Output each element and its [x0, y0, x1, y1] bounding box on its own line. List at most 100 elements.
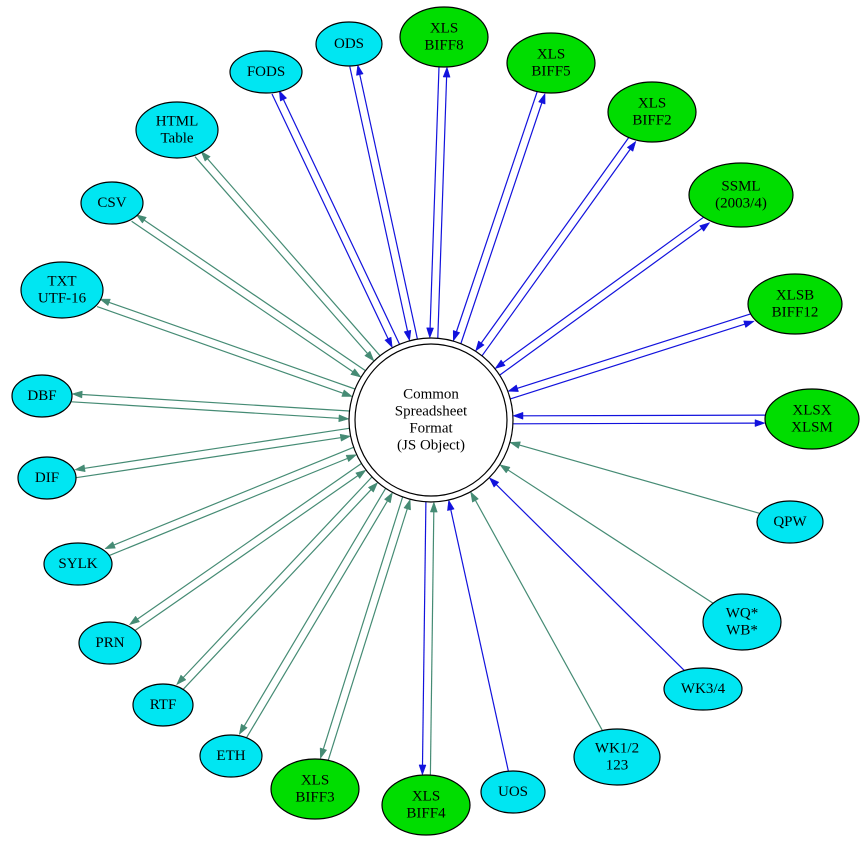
edge-csv-out: [144, 219, 366, 372]
node-dbf-label-line: DBF: [27, 388, 56, 404]
node-xls-biff8-label-line: BIFF8: [424, 38, 463, 54]
node-eth-label-line: ETH: [216, 748, 245, 764]
edge-dbf-out: [82, 393, 350, 412]
edge-xls-biff5-out: [460, 102, 543, 344]
node-wq-wb-label-line: WB*: [726, 623, 758, 639]
node-wk1-2-123-label-line: WK1/2: [595, 741, 639, 757]
edge-wk1-2-123-in: [474, 500, 604, 731]
arrowhead-txt-utf-16-out: [99, 298, 111, 307]
node-xls-biff4: [381, 774, 471, 836]
node-txt-utf-16-label-line: TXT: [47, 274, 76, 290]
center-node-label-line: Spreadsheet: [395, 404, 468, 420]
edge-xls-biff5-in: [455, 90, 538, 332]
arrowhead-csv-in: [350, 368, 362, 378]
node-fods-label-line: FODS: [247, 64, 285, 80]
node-prn-label-line: PRN: [95, 635, 124, 651]
node-xls-biff3: [270, 758, 360, 820]
node-txt-utf-16: [20, 261, 104, 319]
arrowhead-uos-in: [447, 499, 455, 511]
node-qpw: [756, 500, 824, 544]
arrowhead-xls-biff3-out: [319, 747, 328, 760]
edge-xls-biff2-out: [481, 149, 631, 357]
node-xls-biff2-label-line: XLS: [638, 96, 666, 112]
edge-xls-biff3-out: [322, 496, 404, 750]
edge-qpw-in: [519, 444, 761, 514]
edge-dif-in: [75, 437, 341, 479]
node-wk1-2-123-label-line: 123: [606, 758, 629, 774]
node-xlsx-xlsm-label-line: XLSX: [792, 403, 831, 419]
node-fods: [229, 50, 303, 94]
node-xlsb-biff12-label-line: XLSB: [776, 288, 814, 304]
node-rtf: [132, 683, 194, 727]
node-uos-label-line: UOS: [498, 784, 528, 800]
arrowhead-sylk-out: [104, 541, 116, 549]
node-xls-biff8-label-line: XLS: [430, 21, 458, 37]
node-xls-biff4-label-line: XLS: [412, 789, 440, 805]
arrowhead-eth-out: [238, 723, 248, 736]
center-node-label-line: (JS Object): [397, 438, 465, 454]
arrowhead-fods-in: [384, 336, 393, 349]
edge-ods-in: [349, 66, 409, 332]
edge-ssml-2003-4-out: [499, 228, 702, 376]
node-rtf-label-line: RTF: [150, 697, 177, 713]
node-ssml-2003-4-label-line: SSML: [721, 179, 760, 195]
arrowhead-wk1-2-123-in: [470, 491, 479, 503]
arrowhead-xlsx-xlsm-in: [512, 411, 524, 420]
edge-csv-in: [131, 220, 354, 373]
arrowhead-xls-biff5-in: [452, 330, 461, 342]
node-dif-label-line: DIF: [35, 470, 59, 486]
arrowhead-xls-biff2-in: [475, 340, 485, 352]
arrowhead-csv-out: [135, 214, 147, 224]
arrowhead-xls-biff2-out: [626, 140, 637, 152]
node-xls-biff2: [607, 81, 697, 143]
node-wq-wb: [702, 593, 782, 651]
edge-rtf-in: [181, 489, 372, 691]
arrowhead-xls-biff3-in: [403, 498, 411, 511]
edge-txt-utf-16-out: [109, 301, 356, 390]
arrowhead-dbf-in: [338, 414, 350, 423]
edge-ssml-2003-4-in: [502, 215, 706, 364]
node-dbf: [11, 374, 73, 418]
arrowhead-xls-biff8-in: [426, 327, 434, 339]
node-ssml-2003-4: [688, 162, 794, 228]
edge-xls-biff8-in: [429, 66, 440, 328]
node-xlsx-xlsm: [764, 388, 860, 450]
arrowhead-sylk-in: [345, 454, 358, 463]
edge-xlsx-xlsm-out: [512, 422, 756, 425]
arrowhead-ods-in: [403, 329, 412, 342]
node-html-table-label-line: HTML: [156, 114, 199, 130]
arrowhead-wq-wb-in: [499, 464, 511, 474]
edge-xls-biff3-in: [327, 508, 408, 762]
node-qpw-label-line: QPW: [773, 514, 807, 530]
node-sylk: [43, 542, 113, 586]
node-csv-label-line: CSV: [97, 195, 126, 211]
edge-rtf-out: [182, 476, 373, 678]
arrowhead-xlsb-biff12-in: [507, 384, 519, 392]
edge-prn-out: [137, 463, 362, 620]
edge-html-table-in: [194, 156, 368, 354]
edge-prn-in: [133, 475, 359, 632]
edge-dbf-in: [71, 401, 339, 419]
arrowhead-ods-out: [356, 64, 364, 76]
arrowhead-xlsb-biff12-out: [743, 320, 755, 329]
arrowhead-html-table-out: [200, 150, 211, 162]
arrowhead-dif-out: [74, 464, 86, 473]
edge-fods-out: [282, 99, 401, 345]
node-ods: [315, 21, 383, 67]
edge-xls-biff8-out: [437, 77, 448, 339]
arrowhead-ssml-2003-4-out: [699, 222, 711, 232]
node-wq-wb-label-line: WQ*: [726, 606, 759, 622]
edge-dif-out: [84, 427, 350, 469]
node-xlsx-xlsm-label-line: XLSM: [791, 420, 833, 436]
edge-eth-in: [245, 500, 388, 739]
edge-txt-utf-16-in: [96, 306, 344, 394]
center-node-label-line: Format: [409, 421, 453, 437]
arrowhead-prn-in: [355, 469, 367, 480]
arrowhead-xlsx-xlsm-out: [754, 419, 766, 427]
node-html-table: [135, 101, 219, 159]
node-ods-label-line: ODS: [334, 36, 364, 52]
node-prn: [78, 621, 142, 665]
edge-xls-biff2-in: [480, 136, 630, 344]
arrowhead-html-table-in: [364, 350, 375, 362]
